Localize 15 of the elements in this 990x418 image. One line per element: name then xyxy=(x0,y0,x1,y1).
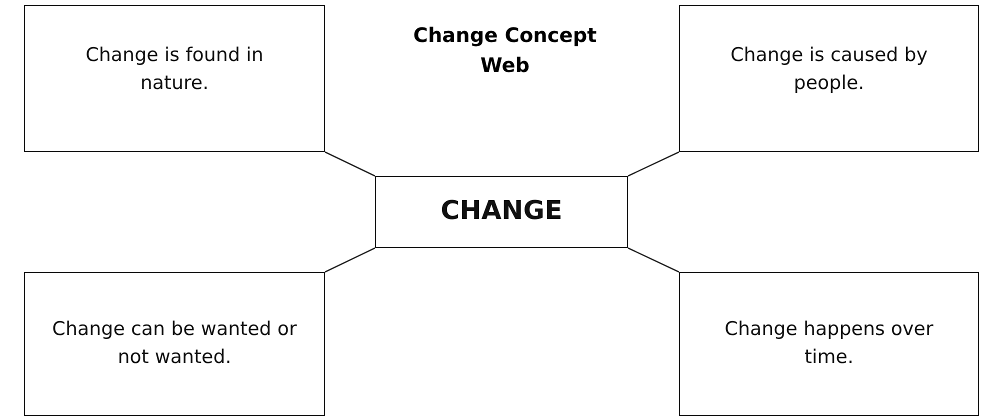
central-concept-box xyxy=(375,176,628,248)
box-text: Change is found in nature. xyxy=(84,42,264,96)
box-text: Change can be wanted or not wanted. xyxy=(51,317,298,370)
box-text: Change happens over time. xyxy=(724,317,934,370)
box-text: CHANGE xyxy=(440,195,562,228)
concept-box xyxy=(679,5,979,152)
connector-line xyxy=(324,247,376,273)
concept-box xyxy=(24,272,325,416)
connector-line xyxy=(628,247,680,273)
concept-box xyxy=(24,5,325,152)
box-text: Change is caused by people. xyxy=(729,42,929,96)
connector-line xyxy=(324,151,376,177)
diagram-title: Change Concept Web xyxy=(412,22,598,79)
concept-box xyxy=(679,272,979,416)
connector-line xyxy=(628,151,680,177)
